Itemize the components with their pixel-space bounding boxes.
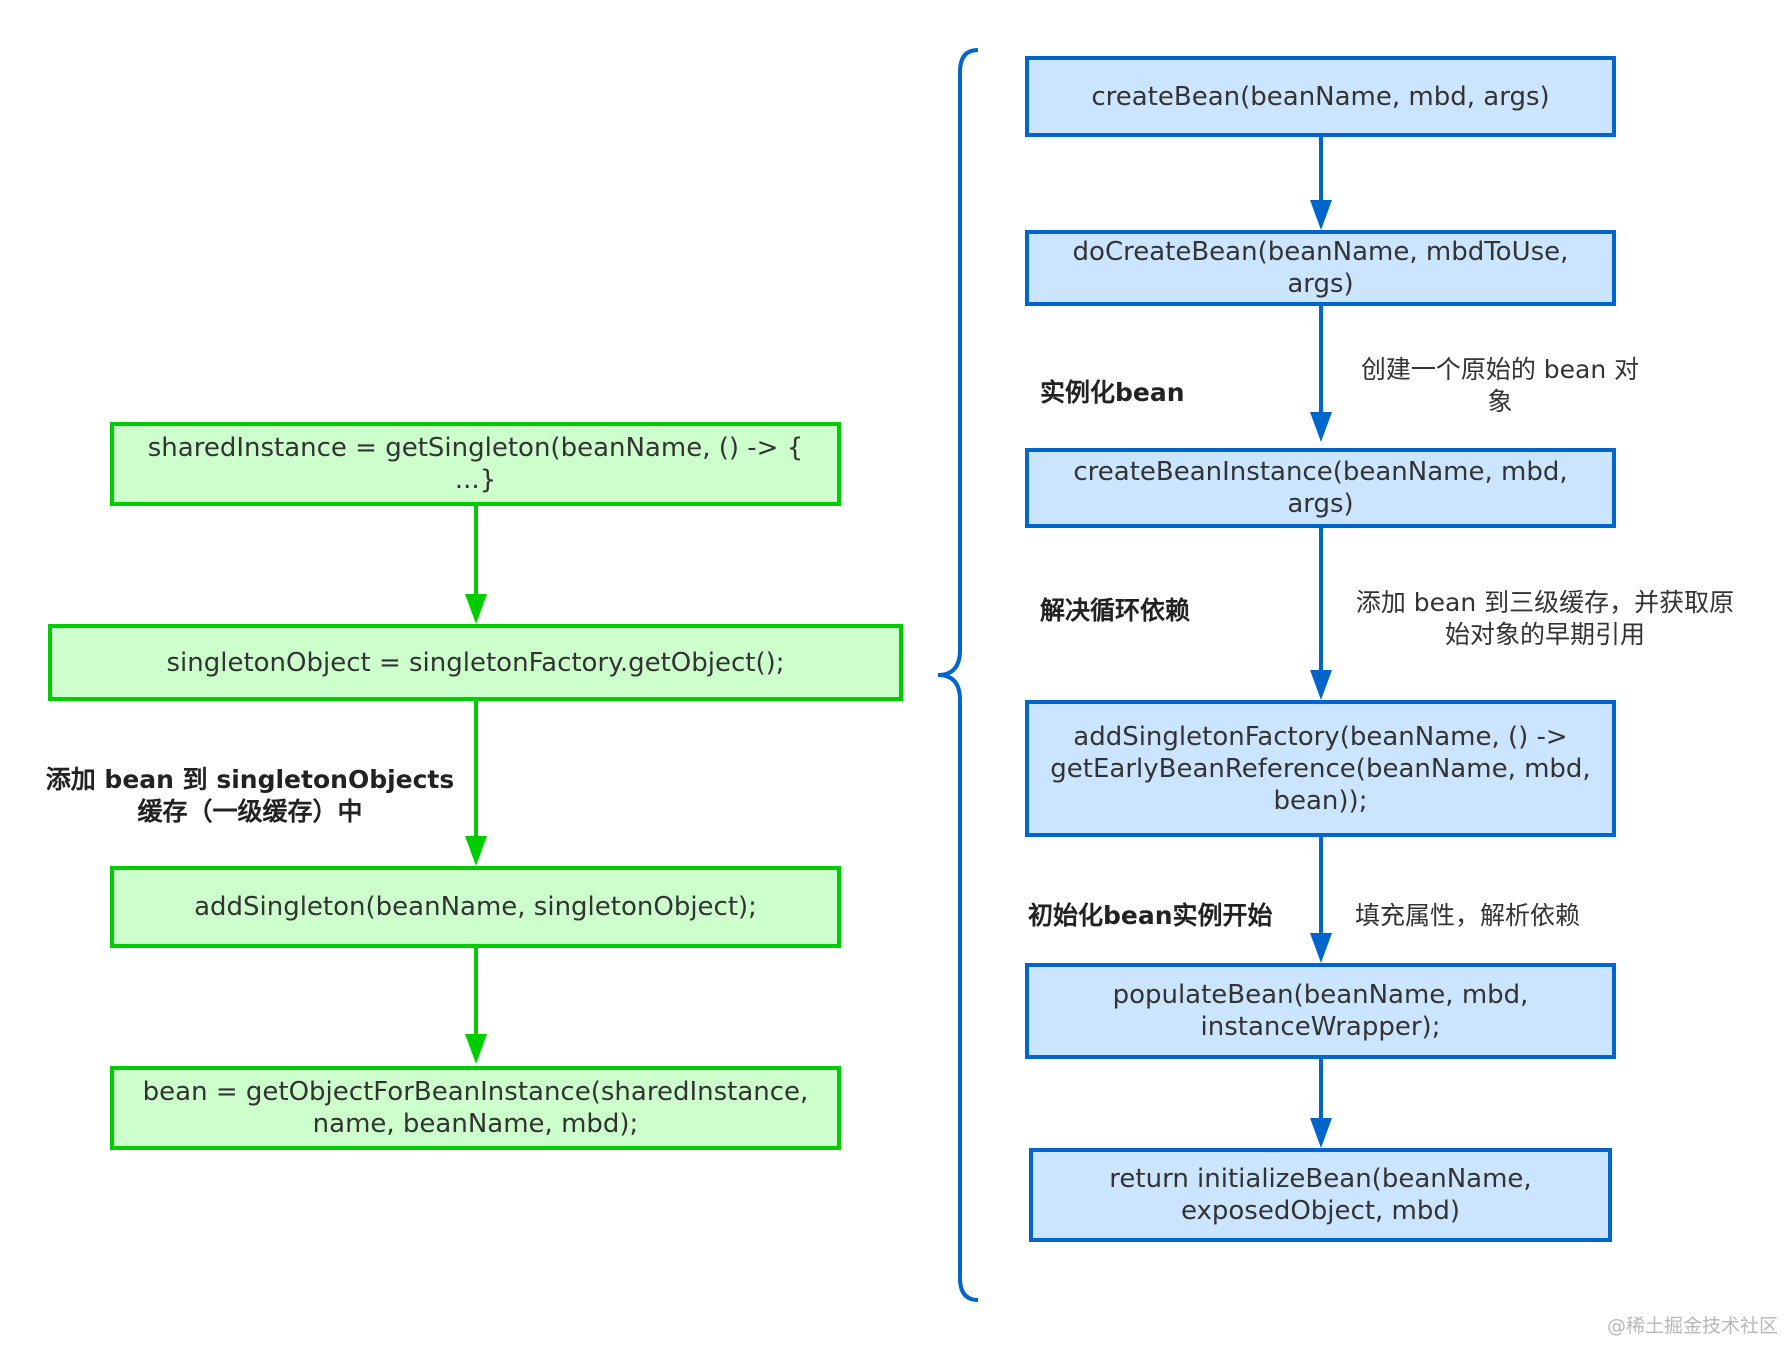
arrowhead [1310,1118,1332,1148]
arrowhead [1310,933,1332,963]
node-populate-bean: populateBean(beanName, mbd, instanceWrap… [1025,963,1616,1059]
annotation-instantiate-title: 实例化bean [1040,378,1185,407]
node-do-create-bean: doCreateBean(beanName, mbdToUse, args) [1025,230,1616,306]
arrowhead [465,836,487,866]
node-text: doCreateBean(beanName, mbdToUse, args) [1072,237,1569,299]
annotation-add-to-cache: 添加 bean 到 singletonObjects 缓存（一级缓存）中 [45,765,455,826]
node-get-object-for-bean-instance: bean = getObjectForBeanInstance(sharedIn… [110,1066,841,1150]
arrowhead [1310,670,1332,700]
watermark: @稀土掘金技术社区 [1606,1315,1778,1337]
node-text: populateBean(beanName, mbd, instanceWrap… [1112,980,1529,1042]
annotation-init-title: 初始化bean实例开始 [1028,901,1273,930]
arrowhead [465,1034,487,1064]
arrowhead [1310,200,1332,230]
node-text: sharedInstance = getSingleton(beanName, … [147,433,804,495]
arrowhead [1310,412,1332,442]
node-text: addSingleton(beanName, singletonObject); [194,892,757,922]
node-text: createBeanInstance(beanName, mbd, args) [1073,457,1568,519]
annotation-circular-title: 解决循环依赖 [1040,596,1191,625]
left-edges [465,506,487,1064]
node-text: return initializeBean(beanName, exposedO… [1109,1164,1532,1226]
node-singleton-object: singletonObject = singletonFactory.getOb… [48,624,903,701]
curly-brace [937,48,979,1302]
right-edges [1310,137,1332,1148]
node-add-singleton-factory: addSingletonFactory(beanName, () -> getE… [1025,700,1616,837]
node-add-singleton: addSingleton(beanName, singletonObject); [110,866,841,948]
node-text: addSingletonFactory(beanName, () -> getE… [1050,721,1591,816]
node-create-bean-instance: createBeanInstance(beanName, mbd, args) [1025,448,1616,528]
annotation-instantiate-desc: 创建一个原始的 bean 对 象 [1360,355,1640,416]
node-text: createBean(beanName, mbd, args) [1091,81,1550,112]
node-shared-instance: sharedInstance = getSingleton(beanName, … [110,422,841,506]
node-text: singletonObject = singletonFactory.getOb… [166,647,785,678]
annotation-circular-desc: 添加 bean 到三级缓存，并获取原 始对象的早期引用 [1355,588,1735,649]
node-initialize-bean: return initializeBean(beanName, exposedO… [1029,1148,1612,1242]
annotation-init-desc: 填充属性，解析依赖 [1355,901,1581,930]
arrowhead [465,594,487,624]
node-text: bean = getObjectForBeanInstance(sharedIn… [142,1077,809,1139]
node-create-bean: createBean(beanName, mbd, args) [1025,56,1616,137]
